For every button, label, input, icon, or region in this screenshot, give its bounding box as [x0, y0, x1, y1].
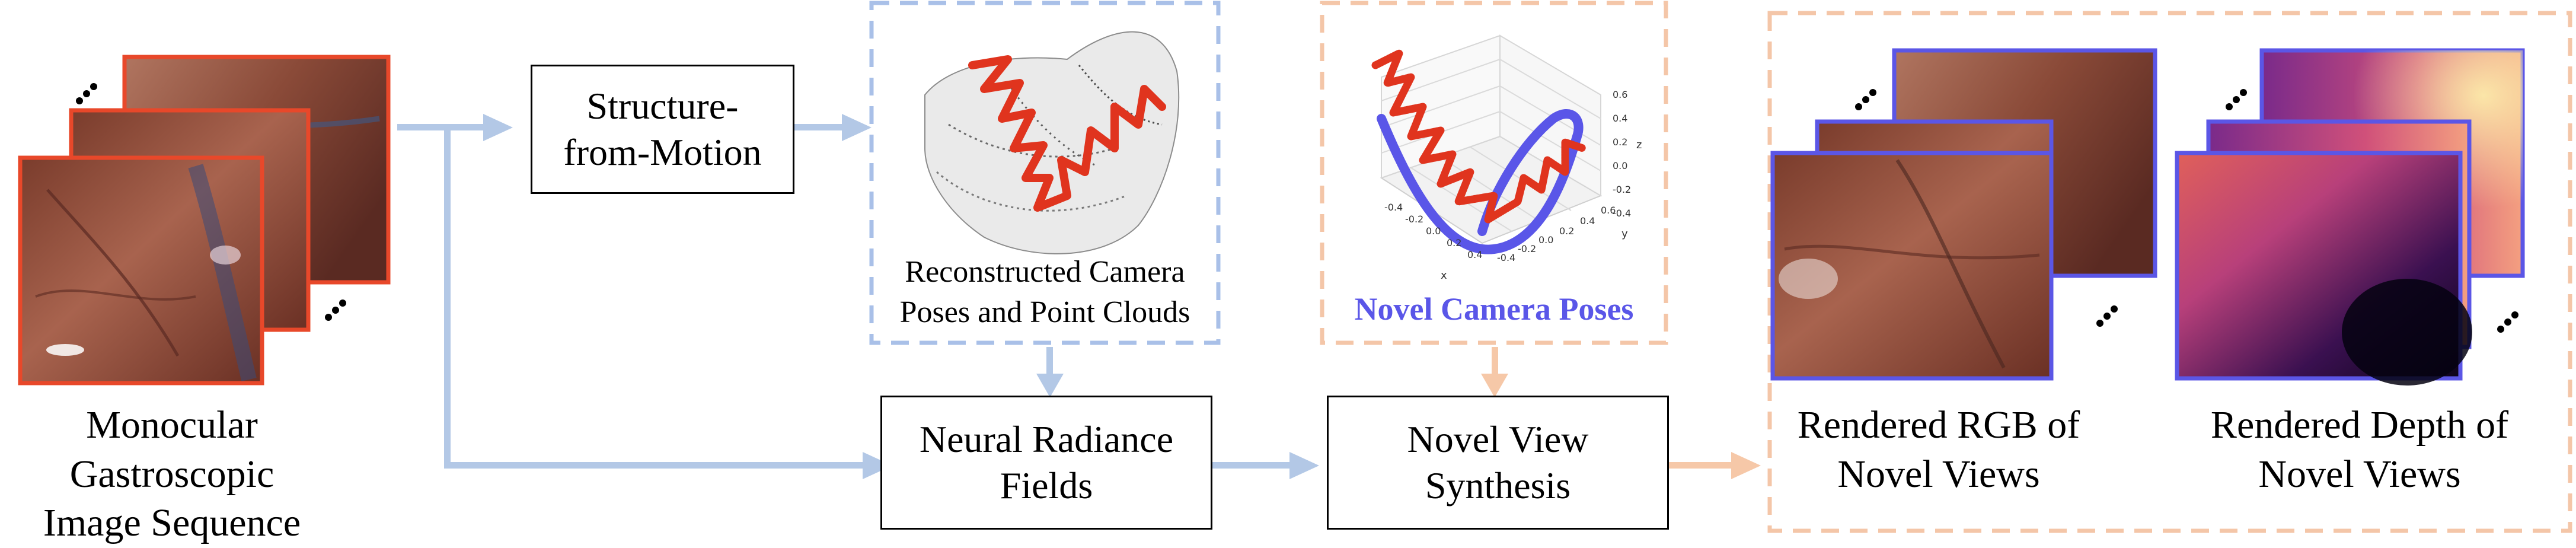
- sfm-label: Structure- from-Motion: [563, 84, 762, 173]
- ellipsis-dot: [2233, 96, 2240, 103]
- ellipsis-dot: [2103, 313, 2111, 320]
- arrow-input-to-nerf: [444, 462, 863, 469]
- outputs-dashed-frame: [1767, 11, 2572, 533]
- nvs-label: Novel View Synthesis: [1407, 418, 1589, 506]
- plot-tick-label: -0.4: [1384, 202, 1403, 213]
- plot-axis-letter: x: [1441, 269, 1447, 282]
- rgb-caption: Rendered RGB of Novel Views: [1797, 403, 2080, 496]
- ellipsis-dot: [83, 90, 90, 97]
- rendered-rgb-stack: [1770, 48, 2157, 381]
- arrow-recon-to-nerf: [1046, 347, 1053, 374]
- peach-arrows: [1481, 347, 1761, 479]
- sfm-box: Structure- from-Motion: [531, 65, 794, 194]
- ellipsis-dot: [2240, 89, 2247, 96]
- nerf-box: Neural Radiance Fields: [880, 396, 1212, 530]
- arrow-sfm-to-recon: [794, 124, 842, 130]
- ellipsis-dot: [2497, 326, 2504, 333]
- ellipsis-dot: [325, 314, 332, 321]
- plot-tick-label: 0.0: [1613, 160, 1627, 171]
- plot-axis-letter: z: [1636, 139, 1642, 151]
- ellipsis-dot: [1862, 96, 1869, 103]
- input-frame-stack: [18, 55, 391, 385]
- branch-vertical: [444, 124, 451, 468]
- point-cloud-illustration: [924, 31, 1180, 254]
- plot-tick-label: 0.6: [1601, 205, 1616, 216]
- plot-tick-label: 0.2: [1559, 225, 1574, 237]
- ellipsis-dot: [1869, 89, 1876, 96]
- plot-tick-label: 0.6: [1613, 89, 1627, 100]
- reconstruction-dashed-frame: [869, 1, 1221, 345]
- plot-tick-label: 0.4: [1613, 113, 1627, 124]
- arrow-input-to-sfm: [397, 124, 483, 130]
- input-caption: Monocular Gastroscopic Image Sequence: [43, 403, 301, 544]
- ellipsis-dot: [1855, 103, 1862, 110]
- arrow-nerf-to-nvs: [1212, 462, 1289, 469]
- plot-tick-label: 0.2: [1447, 237, 1461, 248]
- novel-poses-caption: Novel Camera Poses: [1354, 291, 1634, 327]
- diagram-graphics: 0.60.40.20.0-0.2-0.4-0.4-0.20.00.20.4-0.…: [18, 1, 2572, 533]
- ellipsis-dot: [332, 307, 339, 314]
- ellipsis-dot: [2511, 311, 2518, 318]
- nvs-box: Novel View Synthesis: [1327, 396, 1669, 530]
- flow-arrows: [397, 114, 1319, 479]
- ellipsis-dot: [2504, 318, 2511, 326]
- ellipsis-dot: [2111, 305, 2118, 313]
- depth-caption: Rendered Depth of Novel Views: [2210, 403, 2509, 496]
- plot-tick-label: -0.4: [1497, 252, 1515, 263]
- ellipsis-dot: [2226, 103, 2233, 110]
- novel-poses-dashed-frame: [1320, 1, 1668, 345]
- novel-poses-3d-plot: [1371, 34, 1603, 254]
- nerf-label: Neural Radiance Fields: [919, 418, 1174, 506]
- plot-tick-label: -0.2: [1518, 243, 1536, 254]
- plot-tick-label: 0.2: [1613, 136, 1627, 148]
- arrow-nvs-to-outputs: [1669, 462, 1731, 469]
- plot-tick-label: -0.2: [1613, 184, 1631, 195]
- reconstructed-camera-trajectory: [968, 55, 1166, 212]
- plot-tick-label: 0.4: [1467, 249, 1482, 260]
- plot-tick-label: 0.0: [1538, 234, 1553, 246]
- plot-tick-label: -0.2: [1405, 214, 1423, 225]
- reconstruction-caption: Reconstructed Camera Poses and Point Clo…: [899, 255, 1190, 329]
- ellipsis-dot: [90, 83, 97, 90]
- ellipsis-dot: [2096, 320, 2103, 327]
- training-camera-path: [1371, 49, 1587, 224]
- ellipsis-dot: [339, 300, 346, 307]
- arrow-novel-to-nvs: [1492, 347, 1498, 374]
- plot-axis-letter: y: [1621, 228, 1628, 240]
- plot-tick-label: 0.4: [1580, 215, 1595, 227]
- plot-tick-label: 0.0: [1426, 225, 1441, 237]
- ellipsis-dot: [76, 97, 83, 104]
- plot-tick-label: -0.4: [1613, 208, 1631, 219]
- rendered-depth-stack: [2175, 48, 2525, 385]
